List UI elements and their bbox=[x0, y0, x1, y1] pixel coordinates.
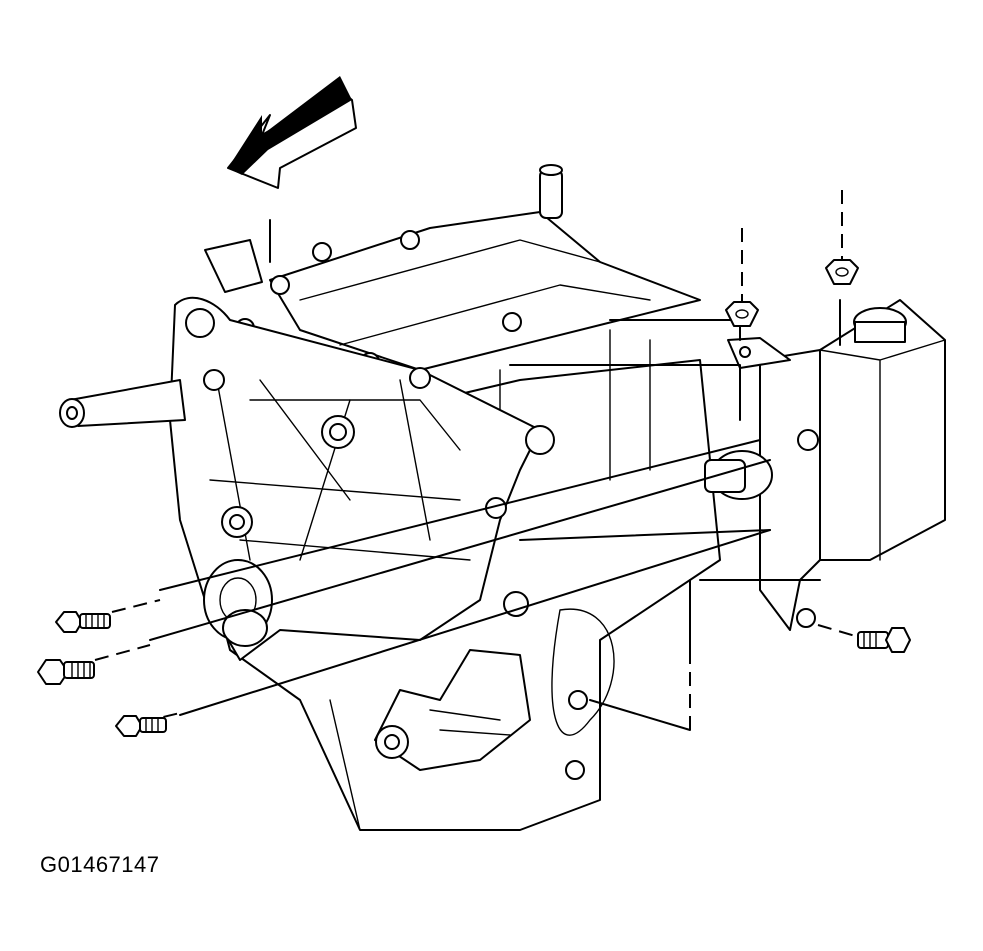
cylinder-head bbox=[269, 164, 701, 371]
reservoir-bracket bbox=[727, 337, 791, 369]
front-direction-arrow bbox=[227, 76, 357, 189]
figure-id-label: G01467147 bbox=[40, 852, 160, 877]
bolt-upper-left bbox=[55, 611, 111, 633]
nut-right-top bbox=[825, 259, 859, 285]
water-pump bbox=[374, 649, 531, 771]
bolt-lower-right bbox=[857, 627, 911, 653]
dashed-bolt-paths bbox=[94, 190, 863, 723]
bracket-arm bbox=[59, 379, 186, 428]
power-steering-reservoir bbox=[704, 299, 946, 631]
idler-pulleys bbox=[203, 559, 273, 647]
nut-left-top bbox=[725, 301, 759, 327]
accessory-bracket bbox=[169, 296, 555, 661]
assembly-guide-lines bbox=[149, 299, 841, 731]
bolt-middle-left bbox=[37, 659, 95, 685]
bolt-lower-left bbox=[115, 715, 167, 737]
